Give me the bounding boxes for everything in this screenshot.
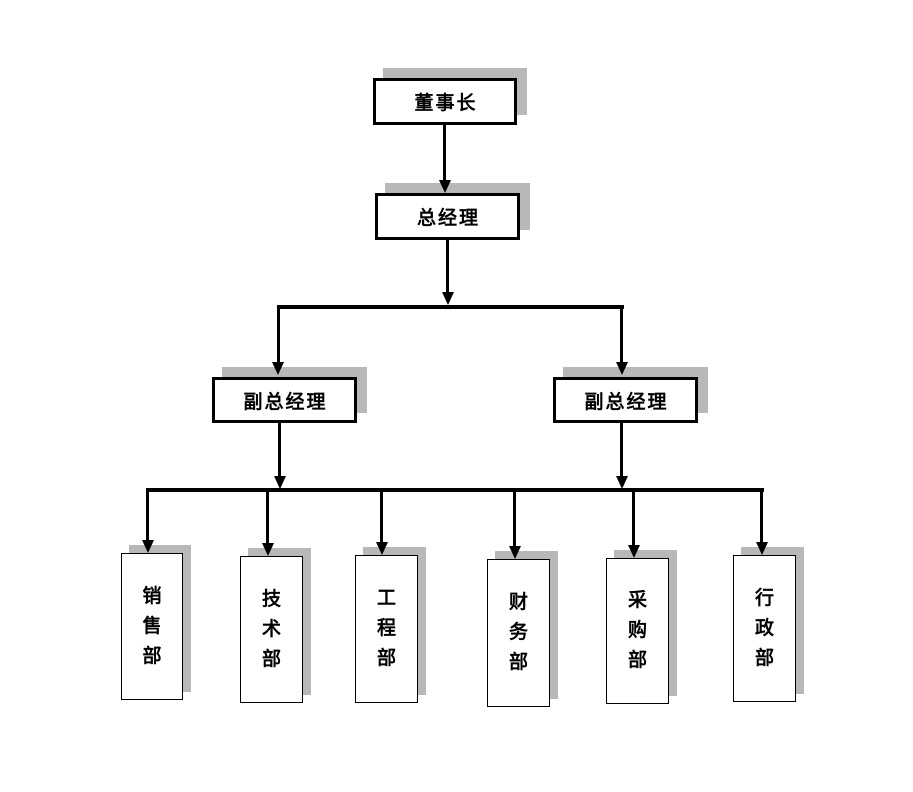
node-general-manager-label: 总经理 <box>416 208 480 229</box>
edge-split-deputy-right-arrowhead-icon <box>616 362 628 375</box>
node-dept-engineering: 工程部 <box>355 555 418 703</box>
node-dept-purchasing-label: 采购部 <box>627 590 647 671</box>
edge-deputy-right-bus-line <box>620 423 623 479</box>
edge-bus-finance-line <box>513 490 516 548</box>
edge-gm-split-arrowhead-icon <box>442 292 454 305</box>
node-dept-purchasing: 采购部 <box>606 558 669 704</box>
edge-bus-technology-line <box>266 490 269 545</box>
edge-gm-split-line <box>446 240 449 294</box>
edge-bus-engineering-arrowhead-icon <box>376 542 388 555</box>
edge-split-deputy-left-arrowhead-icon <box>272 362 284 375</box>
edge-deputy-right-bus-arrowhead-icon <box>616 476 628 489</box>
departments-bus-line <box>146 488 764 492</box>
edge-bus-engineering-line <box>380 490 383 544</box>
edge-bus-purchasing-line <box>632 490 635 547</box>
node-general-manager: 总经理 <box>375 193 520 240</box>
node-dept-sales: 销售部 <box>121 553 183 700</box>
node-dept-administration: 行政部 <box>733 555 796 702</box>
node-dept-technology: 技术部 <box>240 556 303 703</box>
node-deputy-gm-left: 副总经理 <box>212 377 357 423</box>
edge-chairman-gm-arrowhead-icon <box>439 180 451 193</box>
edge-bus-technology-arrowhead-icon <box>262 543 274 556</box>
edge-bus-purchasing-arrowhead-icon <box>628 545 640 558</box>
node-chairman-label: 董事长 <box>414 93 478 114</box>
node-dept-finance: 财务部 <box>487 559 550 707</box>
edge-chairman-gm-line <box>443 125 446 181</box>
edge-deputy-left-bus-line <box>278 423 281 479</box>
node-dept-sales-label: 销售部 <box>142 585 162 667</box>
edge-deputy-left-bus-arrowhead-icon <box>274 476 286 489</box>
node-dept-engineering-label: 工程部 <box>376 588 396 669</box>
node-chairman: 董事长 <box>373 78 517 125</box>
node-deputy-gm-right-label: 副总经理 <box>584 391 669 413</box>
edge-gm-split-horizontal-line <box>277 305 624 309</box>
node-dept-administration-label: 行政部 <box>754 587 774 669</box>
edge-bus-sales-line <box>146 490 149 542</box>
edge-bus-administration-line <box>760 490 763 544</box>
node-dept-finance-label: 财务部 <box>508 592 528 673</box>
node-deputy-gm-right: 副总经理 <box>553 377 698 423</box>
edge-bus-finance-arrowhead-icon <box>509 546 521 559</box>
edge-bus-sales-arrowhead-icon <box>142 540 154 553</box>
edge-split-deputy-left-line <box>277 305 280 365</box>
edge-bus-administration-arrowhead-icon <box>756 542 768 555</box>
node-dept-technology-label: 技术部 <box>261 588 281 670</box>
node-deputy-gm-left-label: 副总经理 <box>243 391 328 413</box>
edge-split-deputy-right-line <box>620 305 623 365</box>
